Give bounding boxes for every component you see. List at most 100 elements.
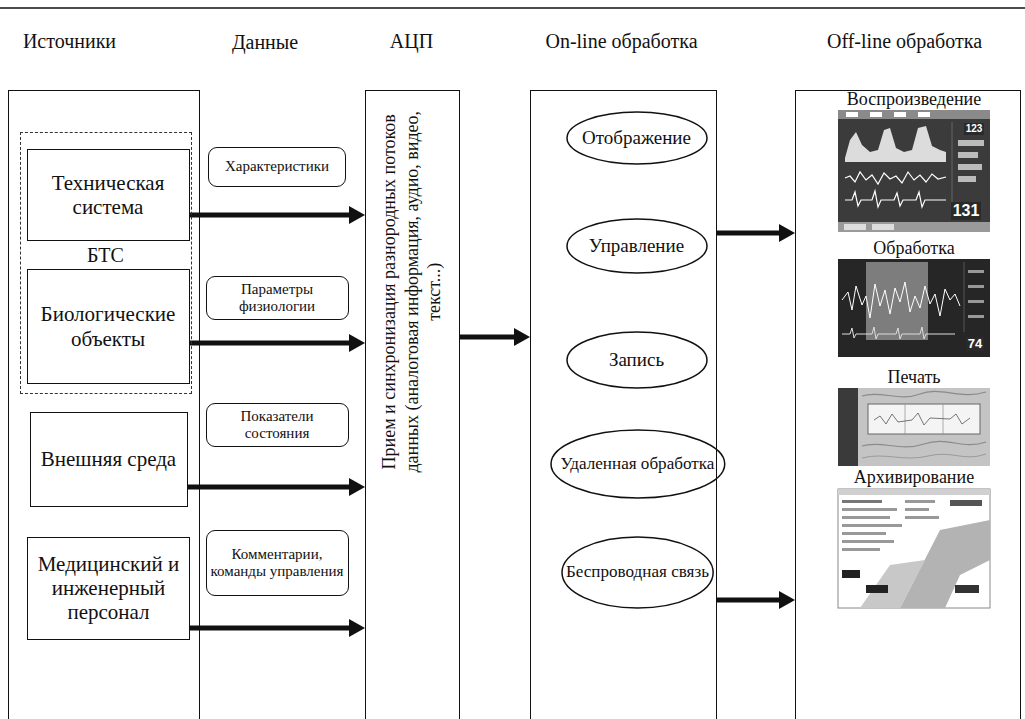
node-label: Показатели состояния xyxy=(210,408,345,443)
screen-caption: Печать xyxy=(887,367,940,388)
flow-arrow xyxy=(190,341,350,346)
art-shape xyxy=(968,300,984,303)
art-shape xyxy=(838,489,990,495)
node-label: Характеристики xyxy=(225,158,329,175)
flow-arrow xyxy=(717,598,779,603)
art-shape xyxy=(874,413,970,425)
art-shape xyxy=(862,391,986,396)
column-panel: Off-line обработка xyxy=(795,90,1021,719)
screen-caption: Обработка xyxy=(873,238,954,259)
column-panel: АЦППрием и синхронизация разнородных пот… xyxy=(365,90,460,719)
art-shape xyxy=(842,516,890,519)
group-label: БТС xyxy=(21,244,191,267)
art-shape xyxy=(955,585,979,593)
flow-arrow xyxy=(717,231,779,236)
ellipse-outline xyxy=(562,537,713,608)
playback-screen xyxy=(838,110,990,232)
node-label: Беспроводная связь xyxy=(566,562,709,582)
art-shape xyxy=(842,282,960,318)
art-shape xyxy=(968,315,984,318)
flow-arrow xyxy=(460,335,514,340)
node-label: Комментарии, команды управления xyxy=(210,546,345,581)
flow-arrow xyxy=(188,485,350,490)
art-shape xyxy=(958,164,982,170)
process-ellipse: Управление xyxy=(566,218,708,274)
art-shape xyxy=(842,508,897,511)
art-shape xyxy=(838,388,990,466)
art-shape xyxy=(958,140,984,146)
art-shape xyxy=(845,191,946,207)
art-shape xyxy=(872,224,894,230)
source-box: Медицинский и инженерный персонал xyxy=(27,537,190,640)
art-shape xyxy=(905,516,939,519)
source-box: Техническая система xyxy=(27,149,190,241)
top-rule xyxy=(0,7,1025,9)
art-shape xyxy=(905,508,929,511)
column-caption: Прием и синхронизация разнородных потоко… xyxy=(378,96,446,486)
art-shape xyxy=(838,489,990,608)
screen-caption: Воспроизведение xyxy=(847,89,981,110)
art-shape xyxy=(844,224,866,230)
process-ellipse: Беспроводная связь xyxy=(561,536,714,609)
art-shape xyxy=(870,112,882,117)
flow-arrow xyxy=(190,213,350,218)
art-shape xyxy=(918,112,930,117)
node-label: Биологические объекты xyxy=(32,302,185,350)
archive-screen xyxy=(838,489,990,608)
flow-arrow xyxy=(190,626,349,631)
ellipse-outline xyxy=(551,430,725,498)
art-shape xyxy=(838,388,858,466)
group-frame: Техническая системаБиологические объекты… xyxy=(20,132,192,394)
screen-value: 74 xyxy=(966,337,984,352)
art-shape xyxy=(842,532,886,535)
data-tag: Показатели состояния xyxy=(206,403,349,448)
screen-value: 123 xyxy=(964,123,985,135)
art-shape xyxy=(842,327,955,339)
ellipse-outline xyxy=(567,332,707,388)
art-shape xyxy=(868,404,980,434)
process-ellipse: Отображение xyxy=(566,111,708,165)
art-shape xyxy=(968,270,984,273)
screen-value: 131 xyxy=(951,202,982,220)
data-tag: Характеристики xyxy=(208,147,346,187)
art-shape xyxy=(845,172,946,184)
node-label: Параметры физиологии xyxy=(210,281,345,316)
art-shape xyxy=(862,441,986,446)
data-tag: Комментарии, команды управления xyxy=(206,530,349,596)
art-shape xyxy=(842,548,880,551)
art-shape xyxy=(968,285,984,288)
art-shape xyxy=(862,454,986,458)
node-label: Техническая система xyxy=(32,171,185,219)
processing-screen xyxy=(838,259,990,357)
art-shape xyxy=(866,585,888,593)
art-shape xyxy=(905,404,906,434)
column-header: Источники xyxy=(23,30,116,53)
art-shape xyxy=(958,176,976,182)
process-ellipse: Удаленная обработка xyxy=(550,429,726,499)
art-shape xyxy=(838,259,990,357)
node-label: Удаленная обработка xyxy=(561,454,715,474)
art-shape xyxy=(958,152,978,158)
column-header: On-line обработка xyxy=(545,30,697,53)
art-shape xyxy=(964,262,965,332)
data-tag: Параметры физиологии xyxy=(206,276,349,321)
art-shape xyxy=(842,500,882,503)
column-panel: ОтображениеУправлениеЗаписьУдаленная обр… xyxy=(530,90,717,719)
column-panel: Техническая системаБиологические объекты… xyxy=(8,90,200,719)
ellipse-outline xyxy=(567,112,707,164)
art-shape xyxy=(842,540,894,543)
node-label: Запись xyxy=(609,349,664,371)
ellipse-outline xyxy=(567,219,707,273)
node-label: Медицинский и инженерный персонал xyxy=(32,552,185,624)
node-label: Управление xyxy=(589,235,684,257)
art-shape xyxy=(905,500,935,503)
art-shape xyxy=(846,112,858,117)
art-shape xyxy=(866,262,928,340)
source-box: Биологические объекты xyxy=(27,269,190,384)
screen-caption: Архивирование xyxy=(854,467,974,488)
art-shape xyxy=(894,112,906,117)
art-shape xyxy=(838,110,990,119)
column-header: АЦП xyxy=(390,30,433,53)
art-shape xyxy=(842,570,860,578)
art-shape xyxy=(838,222,990,232)
